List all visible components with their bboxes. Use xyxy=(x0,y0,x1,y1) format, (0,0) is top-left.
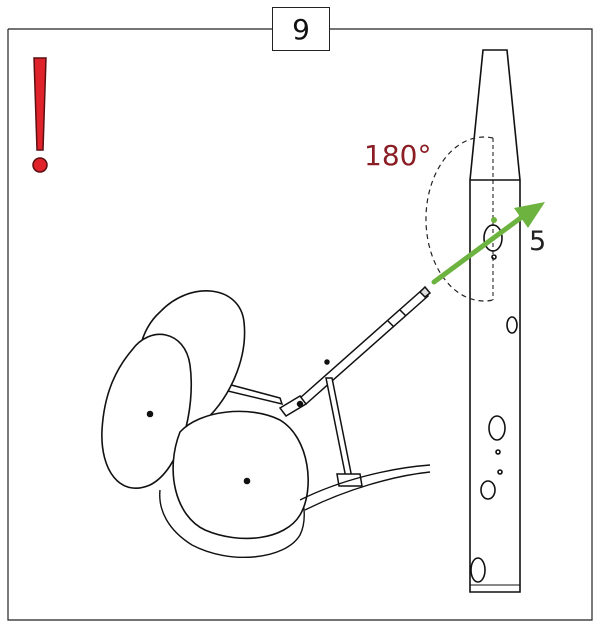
rotation-arc xyxy=(425,136,494,302)
step-number: 9 xyxy=(292,12,310,46)
step-number-box: 9 xyxy=(272,7,330,51)
left-disc xyxy=(101,333,193,489)
exclamation-warning-icon xyxy=(32,57,48,173)
base-curve xyxy=(299,464,431,511)
rotation-arrow-icon xyxy=(431,202,545,285)
front-disc xyxy=(159,410,309,559)
page-frame xyxy=(7,28,593,621)
pole-hole xyxy=(483,224,503,252)
rod-part xyxy=(278,285,432,417)
part-number-label: 5 xyxy=(529,226,547,257)
rotation-angle-label: 180° xyxy=(364,139,432,172)
pole-tube xyxy=(469,49,521,593)
